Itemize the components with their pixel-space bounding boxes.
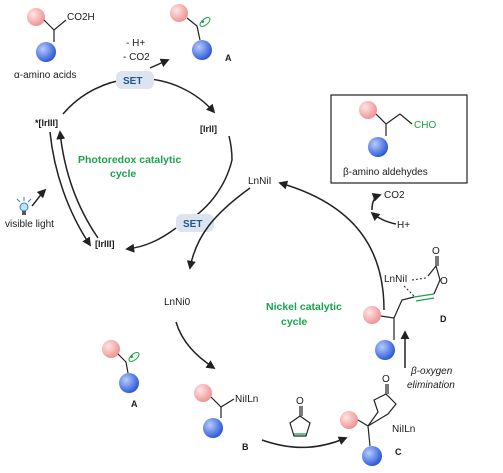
lnni-0-label: LnNi0 bbox=[164, 297, 191, 308]
compound-C-structure: O NiILn C bbox=[340, 374, 415, 466]
pink-sphere bbox=[170, 4, 188, 22]
blue-sphere bbox=[36, 42, 56, 62]
compound-B-structure: NiILn B bbox=[194, 384, 258, 452]
carbonyl-o-label: O bbox=[432, 246, 440, 257]
compound-C-label: C bbox=[395, 447, 402, 457]
co2-out-label: CO2 bbox=[384, 190, 405, 201]
ir-iii-star-label: *[IrIII] bbox=[35, 118, 58, 128]
ni-i-ln-label: NiILn bbox=[235, 394, 258, 405]
blue-sphere bbox=[375, 340, 395, 360]
insertion-arrow bbox=[261, 436, 348, 449]
minus-co2-label: - CO2 bbox=[123, 52, 150, 63]
nickel-cycle-arc-left bbox=[186, 187, 251, 270]
beta-oxygen-line1: β-oxygen bbox=[410, 366, 453, 377]
set-mid-to-ir-iii-arrow bbox=[125, 227, 177, 253]
lnni-i-top-label: LnNiI bbox=[248, 176, 271, 187]
ni-i-ln-label-C: NiILn bbox=[392, 424, 415, 435]
blue-sphere bbox=[368, 137, 388, 157]
pink-sphere bbox=[102, 340, 120, 358]
product-box bbox=[330, 94, 468, 184]
radical-dot: • bbox=[130, 352, 134, 363]
pink-sphere bbox=[194, 384, 212, 402]
nickel-cycle-arc-right bbox=[278, 180, 385, 311]
nickel-title-line2: cycle bbox=[281, 316, 307, 328]
excitation-arrow-up bbox=[56, 130, 99, 239]
ir-ii-to-set-arrow bbox=[228, 135, 233, 161]
beta-oxygen-line2: elimination bbox=[407, 380, 455, 391]
set-mid-label: SET bbox=[183, 219, 202, 230]
visible-light-label: visible light bbox=[5, 219, 54, 230]
radical-A-low: • A bbox=[102, 340, 140, 409]
excitation-arrow-down bbox=[49, 131, 91, 247]
compound-B-label: B bbox=[242, 442, 249, 452]
radical-orbital bbox=[199, 17, 211, 27]
ir-ii-label: [IrII] bbox=[200, 124, 217, 134]
lnni-i-D-label: LnNiI bbox=[384, 274, 407, 285]
carbonyl-o-label: O bbox=[296, 396, 304, 407]
photoredox-title-line1: Photoredox catalytic bbox=[78, 154, 181, 166]
h-plus-label: H+ bbox=[397, 220, 410, 231]
ester-o-label: O bbox=[440, 276, 448, 287]
compound-D-label: D bbox=[440, 314, 447, 324]
h-plus-arrow bbox=[370, 211, 397, 225]
decarboxylation-arrow bbox=[149, 58, 170, 69]
co2h-label: CO2H bbox=[67, 12, 95, 23]
radical-capture-arrow bbox=[175, 321, 216, 369]
carbonyl-o-label: O bbox=[382, 374, 390, 385]
pink-sphere bbox=[27, 8, 45, 26]
cho-label: CHO bbox=[414, 120, 436, 131]
beta-amino-aldehydes-label: β-amino aldehydes bbox=[343, 167, 428, 178]
amino-acids-label: α-amino acids bbox=[14, 70, 76, 81]
set-top-box bbox=[116, 71, 154, 89]
pink-sphere bbox=[340, 411, 358, 429]
nickel-title-line1: Nickel catalytic bbox=[266, 301, 342, 313]
blue-sphere bbox=[119, 373, 139, 393]
radical-dot: • bbox=[201, 17, 205, 28]
blue-sphere bbox=[203, 418, 223, 438]
set-top-label: SET bbox=[123, 76, 142, 87]
pink-sphere bbox=[363, 306, 381, 324]
photoredox-cycle-arc-right bbox=[187, 159, 233, 222]
light-arrow bbox=[31, 188, 47, 207]
blue-sphere bbox=[192, 40, 212, 60]
beta-amino-aldehyde-structure: CHO bbox=[359, 101, 436, 157]
vinylene-carbonate-structure: O bbox=[289, 396, 311, 437]
minus-h-label: - H+ bbox=[126, 38, 145, 49]
compound-A-label-low: A bbox=[131, 399, 138, 409]
photoredox-title-line2: cycle bbox=[110, 168, 136, 180]
compound-A-label: A bbox=[225, 53, 232, 63]
co2-release-arrow bbox=[371, 193, 382, 211]
radical-A-top: • A bbox=[170, 4, 232, 63]
light-bulb-icon bbox=[16, 197, 32, 215]
set-mid-box bbox=[176, 214, 214, 232]
ir-iii-label: [IrIII] bbox=[95, 239, 115, 249]
compound-D-structure: O O LnNiI D bbox=[363, 246, 448, 360]
blue-sphere bbox=[362, 446, 382, 466]
radical-orbital bbox=[128, 352, 140, 362]
pink-sphere bbox=[359, 101, 377, 119]
amino-acid-structure: CO2H α-amino acids bbox=[14, 8, 95, 81]
